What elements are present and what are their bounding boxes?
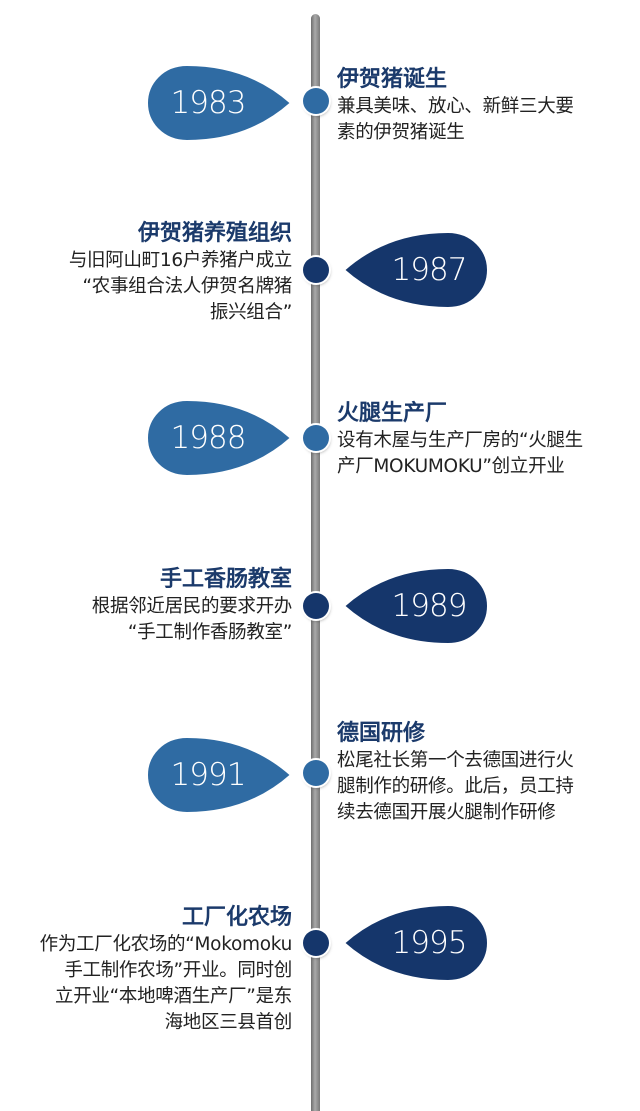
event-desc-line: 振兴组合” — [209, 302, 292, 323]
year-marker-1987: 1987 — [340, 230, 490, 310]
timeline-dot-1989 — [303, 593, 329, 619]
year-label: 1987 — [391, 252, 468, 288]
event-desc-line: 与旧阿山町16户养猪户成立 — [68, 250, 292, 271]
event-desc-line: 根据邻近居民的要求开办 — [91, 596, 293, 617]
teardrop-shape-icon — [145, 63, 293, 143]
event-desc-line: “手工制作香肠教室” — [127, 622, 292, 643]
event-title: 手工香肠教室 — [159, 567, 292, 592]
event-desc-line: 设有木屋与生产厂房的“火腿生 — [337, 430, 583, 451]
event-desc-line: 作为工厂化农场的“Mokomoku — [39, 934, 293, 955]
event-desc-line: 续去德国开展火腿制作研修 — [337, 802, 556, 823]
year-marker-1983: 1983 — [145, 63, 295, 143]
event-title: 工厂化农场 — [181, 905, 292, 930]
event-1988: 火腿生产厂 设有木屋与生产厂房的“火腿生 产厂MOKUMOKU”创立开业 — [337, 400, 637, 480]
event-1995: 工厂化农场 作为工厂化农场的“Mokomoku 手工制作农场”开业。同时创 立开… — [0, 904, 293, 1036]
event-1991: 德国研修 松尾社长第一个去德国进行火 腿制作的研修。此后，员工持 续去德国开展火… — [337, 720, 637, 826]
teardrop-shape-icon — [342, 566, 490, 646]
teardrop-shape-icon — [342, 903, 490, 983]
year-marker-1995: 1995 — [340, 903, 490, 983]
teardrop-shape-icon — [145, 398, 293, 478]
year-label: 1988 — [170, 420, 247, 456]
year-label: 1983 — [170, 85, 247, 121]
event-desc-line: 手工制作农场”开业。同时创 — [64, 960, 292, 981]
year-label: 1991 — [170, 757, 247, 793]
year-marker-1991: 1991 — [145, 735, 295, 815]
timeline-dot-1991 — [303, 760, 329, 786]
event-1989: 手工香肠教室 根据邻近居民的要求开办 “手工制作香肠教室” — [0, 566, 293, 646]
event-title: 伊贺猪诞生 — [337, 67, 448, 92]
timeline-axis — [311, 14, 320, 1111]
year-label: 1989 — [391, 588, 468, 624]
teardrop-shape-icon — [145, 735, 293, 815]
event-desc-line: “农事组合法人伊贺名牌猪 — [82, 276, 293, 297]
event-1987: 伊贺猪养殖组织 与旧阿山町16户养猪户成立 “农事组合法人伊贺名牌猪 振兴组合” — [0, 220, 292, 326]
event-desc-line: 腿制作的研修。此后，员工持 — [337, 776, 574, 797]
year-marker-1989: 1989 — [340, 566, 490, 646]
timeline-dot-1987 — [303, 257, 329, 283]
event-desc-line: 海地区三县首创 — [164, 1012, 293, 1033]
timeline-dot-1983 — [303, 88, 329, 114]
event-title: 火腿生产厂 — [337, 401, 448, 426]
event-desc-line: 产厂MOKUMOKU”创立开业 — [337, 456, 565, 477]
event-title: 伊贺猪养殖组织 — [137, 221, 292, 246]
year-marker-1988: 1988 — [145, 398, 295, 478]
event-desc-line: 素的伊贺猪诞生 — [337, 122, 465, 143]
event-1983: 伊贺猪诞生 兼具美味、放心、新鲜三大要 素的伊贺猪诞生 — [337, 66, 637, 146]
year-label: 1995 — [391, 925, 468, 961]
event-title: 德国研修 — [337, 721, 426, 746]
timeline-dot-1988 — [303, 425, 329, 451]
timeline-dot-1995 — [303, 930, 329, 956]
event-desc-line: 兼具美味、放心、新鲜三大要 — [337, 96, 574, 117]
event-desc-line: 松尾社长第一个去德国进行火 — [337, 750, 574, 771]
event-desc-line: 立开业“本地啤酒生产厂”是东 — [55, 986, 292, 1007]
teardrop-shape-icon — [342, 230, 490, 310]
